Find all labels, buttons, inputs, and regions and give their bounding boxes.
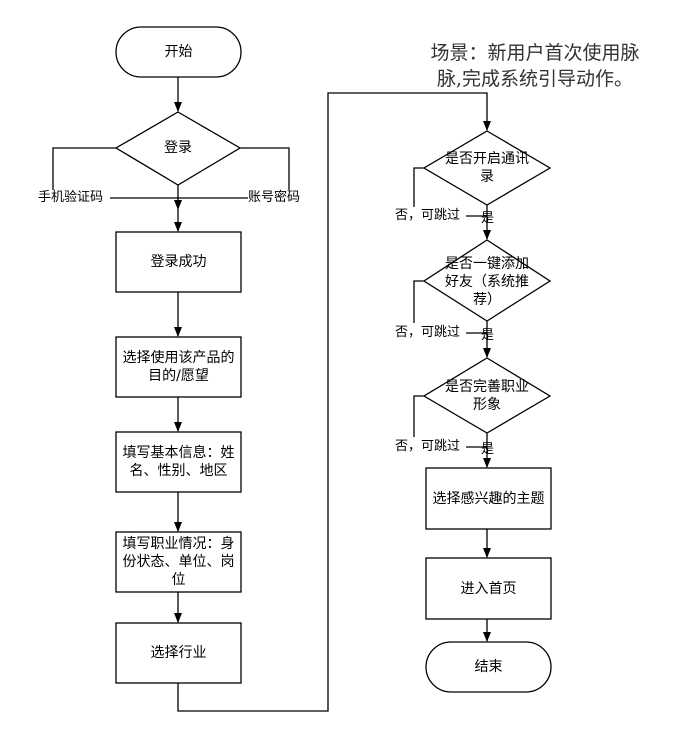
edge-friends-skip (413, 280, 424, 323)
profile-question-label: 是否完善职业形象 (445, 379, 529, 413)
scenario-line-1: 场景：新用户首次使用脉 (430, 42, 640, 64)
scenario-line-2: 脉,完成系统引导动作。 (436, 68, 634, 90)
login-success-box (115, 231, 242, 293)
skip-label-3: 否，可跳过 (395, 439, 461, 455)
choose-industry-box (115, 622, 242, 684)
login-label: 登录 (164, 140, 192, 156)
choose-purpose-box (115, 336, 242, 398)
yes-label-1: 是 (481, 211, 495, 226)
contacts-question-label: 是否开启通讯录 (445, 151, 529, 185)
enter-home-label: 进入首页 (460, 580, 517, 597)
yes-label-2: 是 (481, 328, 495, 343)
career-info-box (115, 531, 242, 593)
login-success-label: 登录成功 (150, 254, 207, 270)
start-label: 开始 (164, 44, 193, 60)
end-label: 结束 (474, 659, 503, 675)
scenario-note: 场景：新用户首次使用脉 脉,完成系统引导动作。 (410, 40, 660, 92)
choose-industry-label: 选择行业 (150, 645, 207, 661)
edge-login-sms (52, 147, 116, 192)
skip-label-1: 否，可跳过 (395, 208, 461, 224)
basic-info-box (115, 431, 242, 493)
edge-contacts-skip (413, 167, 424, 207)
account-password-label: 账号密码 (248, 190, 301, 206)
choose-topics-label: 选择感兴趣的主题 (432, 490, 545, 507)
edge-login-password (240, 147, 290, 192)
yes-label-3: 是 (481, 442, 495, 457)
sms-code-label: 手机验证码 (38, 190, 104, 206)
enter-home-box (425, 557, 552, 620)
career-info-label: 填写职业情况：身份状态、单位、岗位 (122, 536, 235, 588)
basic-info-label: 填写基本信息：姓名、性别、地区 (122, 445, 235, 479)
edge-industry-contacts (177, 92, 491, 712)
skip-label-2: 否，可跳过 (395, 325, 461, 341)
choose-purpose-label: 选择使用该产品的目的/愿望 (122, 350, 235, 384)
add-friends-question-label: 是否一键添加好友（系统推荐） (445, 256, 529, 308)
end-terminal (425, 641, 552, 693)
edge-profile-skip (413, 395, 424, 437)
choose-topics-box (425, 467, 552, 530)
